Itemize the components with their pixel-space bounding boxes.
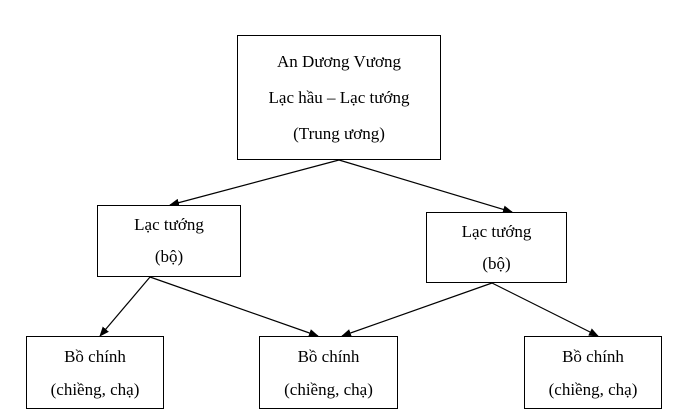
node-lac-tuong-left: Lạc tướng (bộ) xyxy=(97,205,241,277)
node-title: An Dương Vương xyxy=(277,51,401,71)
node-bo-chinh-2: Bồ chính (chiềng, chạ) xyxy=(259,336,398,409)
node-title: Bồ chính xyxy=(297,346,360,366)
node-level: (bộ) xyxy=(482,253,511,273)
node-level: (chiềng, chạ) xyxy=(284,379,373,399)
node-an-duong-vuong: An Dương Vương Lạc hầu – Lạc tướng (Trun… xyxy=(237,35,441,160)
arrow-root-to-left xyxy=(169,159,340,207)
node-level: (chiềng, chạ) xyxy=(50,379,140,399)
node-lac-tuong-right: Lạc tướng (bộ) xyxy=(426,212,567,283)
node-level: (chiềng, chạ) xyxy=(548,379,638,399)
arrow-left-to-bc1 xyxy=(99,276,151,337)
arrow-left-to-bc2 xyxy=(149,276,319,337)
node-bo-chinh-1: Bồ chính (chiềng, chạ) xyxy=(26,336,164,409)
node-level: (Trung ương) xyxy=(293,123,385,143)
arrow-right-to-bc2 xyxy=(341,282,493,337)
node-title: Lạc tướng xyxy=(134,215,204,234)
node-bo-chinh-3: Bồ chính (chiềng, chạ) xyxy=(524,336,662,409)
node-level: (bộ) xyxy=(154,247,184,266)
node-title: Bồ chính xyxy=(562,346,624,366)
node-title: Bồ chính xyxy=(64,346,126,366)
arrow-right-to-bc3 xyxy=(491,282,599,337)
arrow-root-to-right xyxy=(338,159,513,214)
node-title: Lạc tướng xyxy=(461,221,532,241)
node-subtitle: Lạc hầu – Lạc tướng xyxy=(268,87,410,107)
